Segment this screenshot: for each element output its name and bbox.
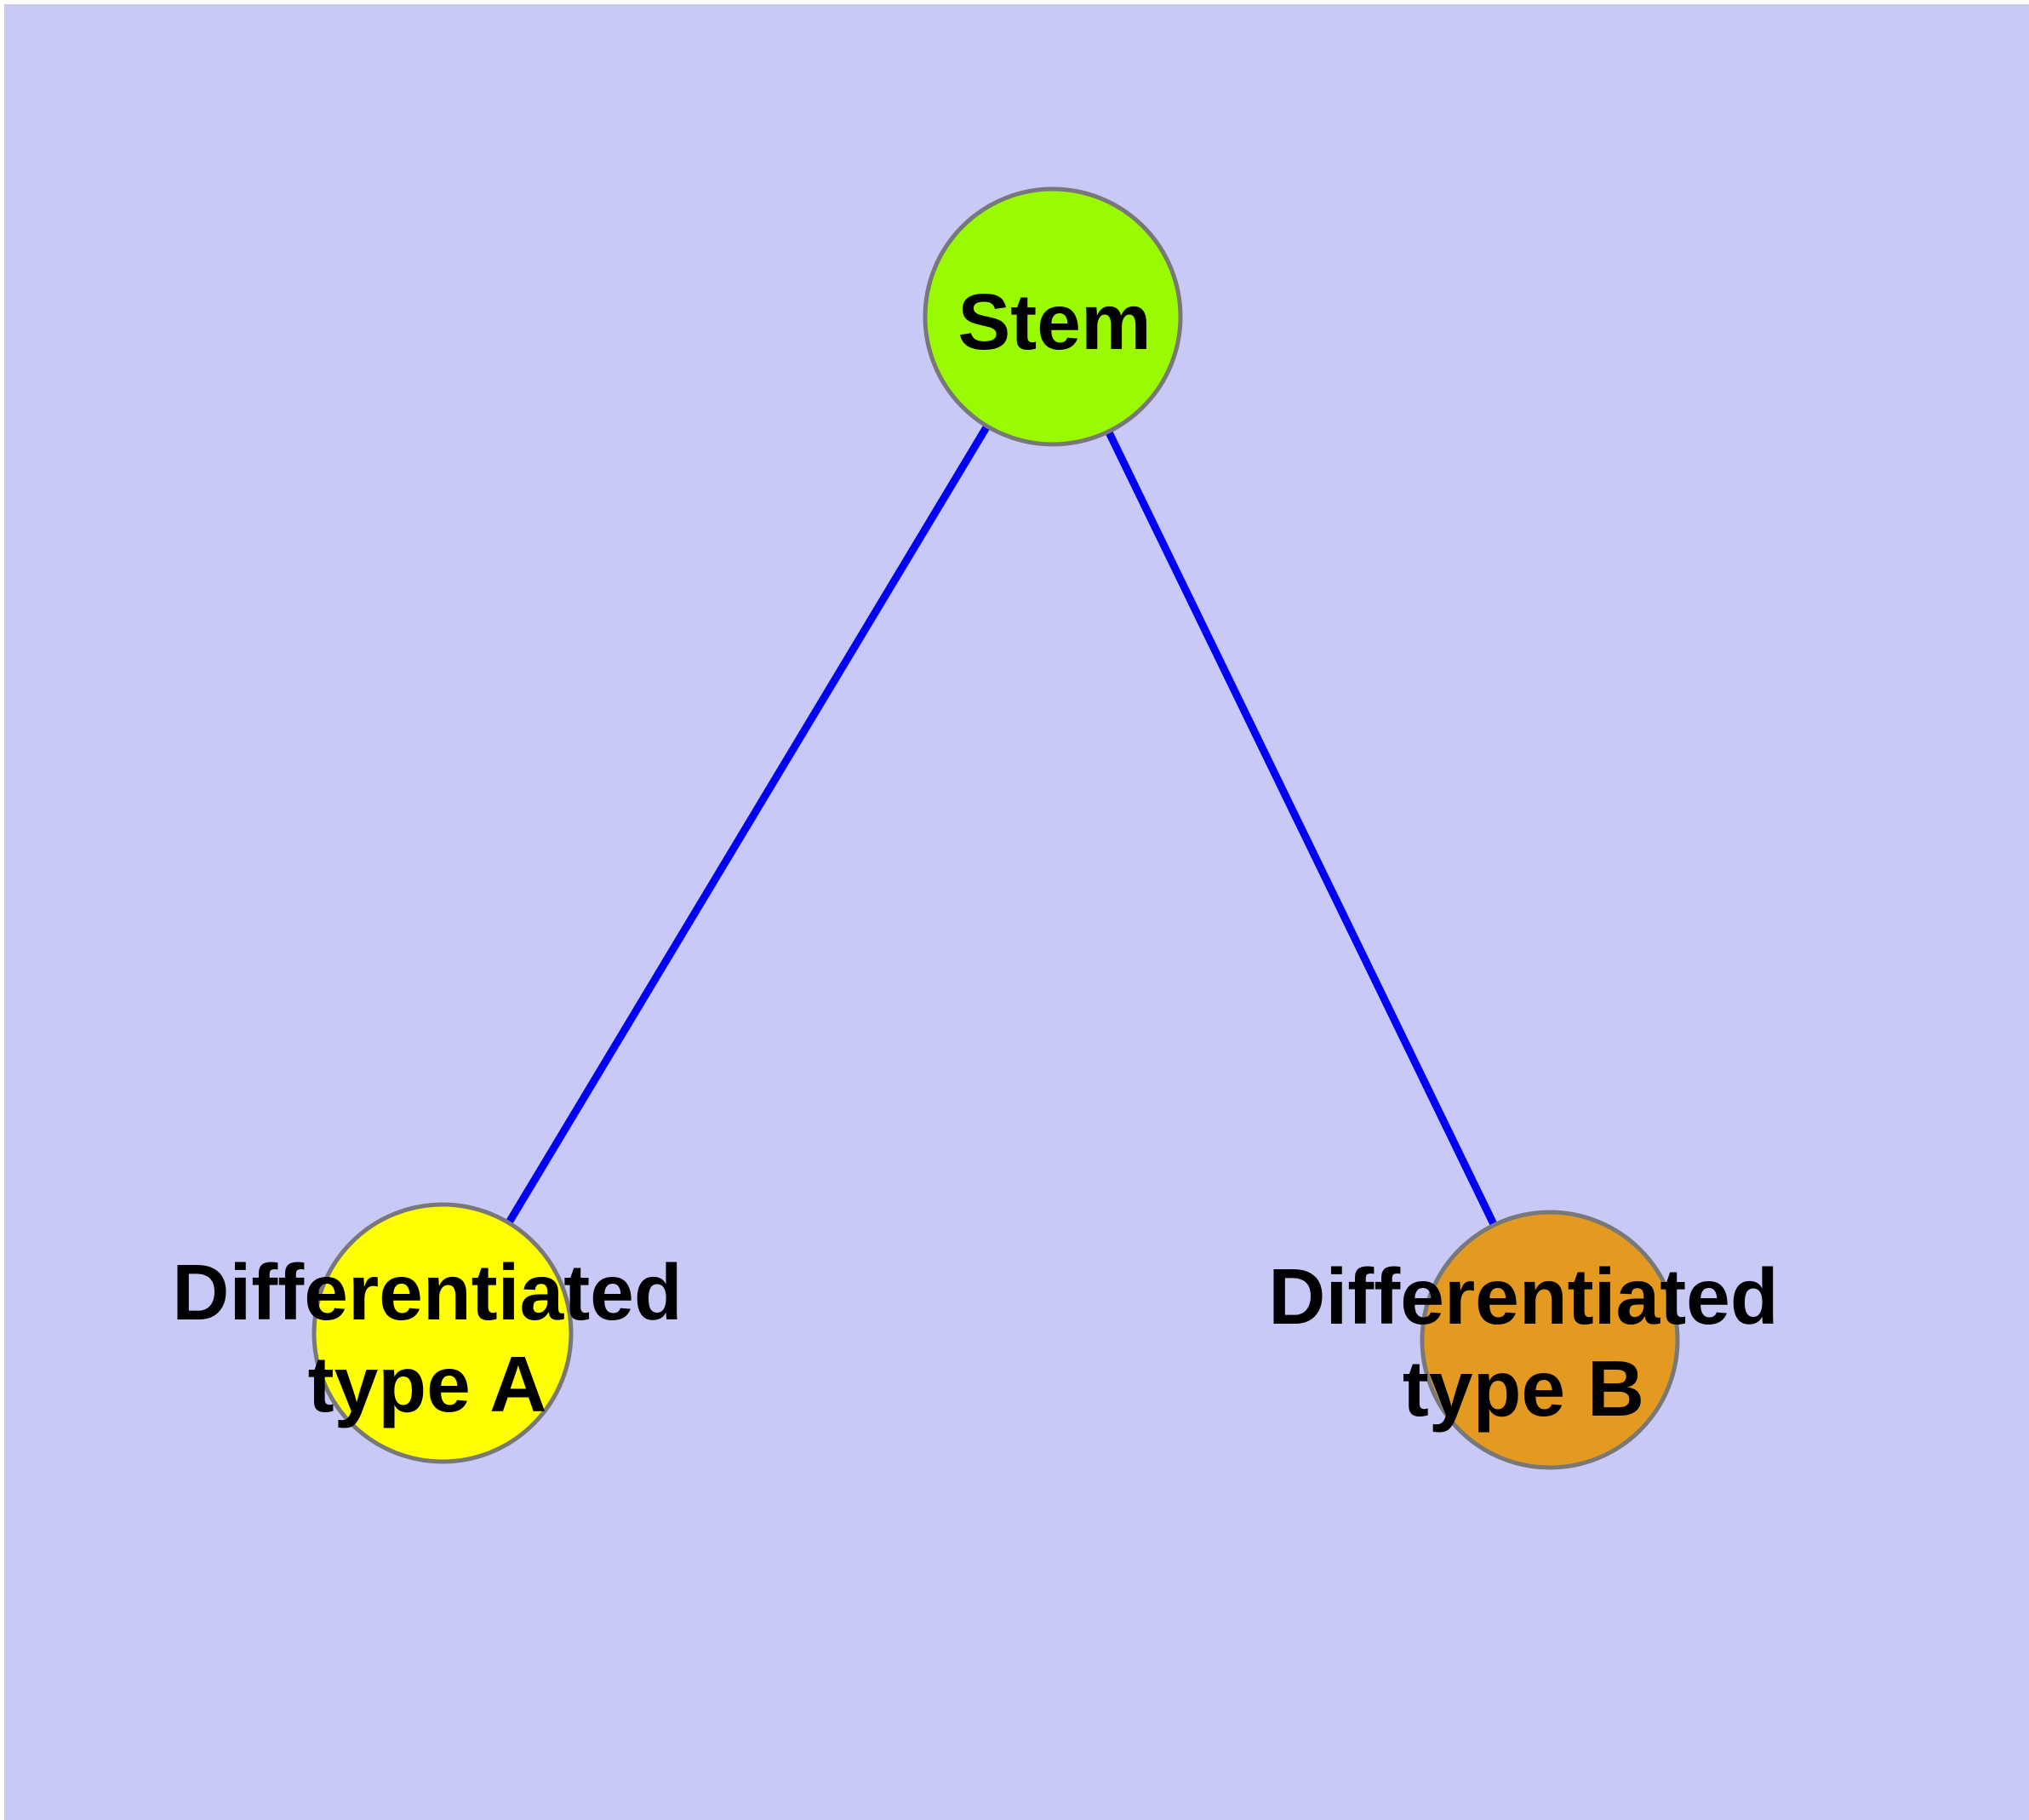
node-stem <box>923 186 1183 447</box>
edge-stem-to-type-a <box>438 312 1057 1337</box>
node-label-type-a-line2: type A <box>308 1340 547 1428</box>
edge-stem-to-type-b <box>1049 312 1554 1344</box>
node-label-stem: Stem <box>957 278 1151 366</box>
node-label-type-b-line2: type B <box>1403 1344 1644 1433</box>
node-label-type-a-line1: Differentiated <box>172 1248 682 1336</box>
node-differentiated-type-b <box>1420 1210 1680 1470</box>
node-differentiated-type-a <box>311 1202 574 1464</box>
node-label-type-b-line1: Differentiated <box>1268 1252 1778 1341</box>
